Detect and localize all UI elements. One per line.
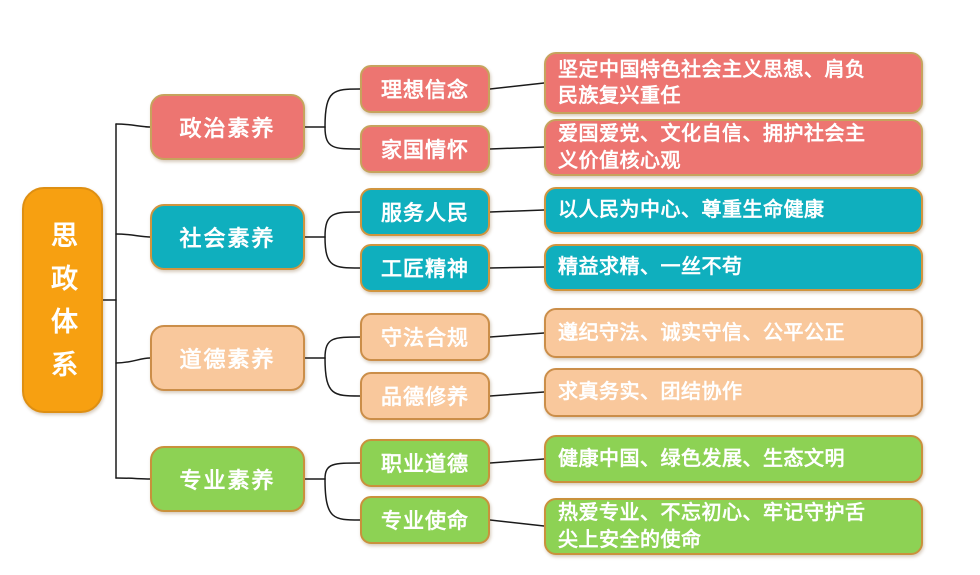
detail-node-ideals: 坚定中国特色社会主义思想、肩负 民族复兴重任 [544, 52, 923, 114]
connector-trunk-moral [115, 357, 151, 364]
connector-detail-8 [489, 519, 545, 527]
connector-trunk-professional [115, 477, 151, 480]
topic-node-professional-mission: 专业使命 [360, 496, 490, 544]
connector-moral-child2 [324, 357, 361, 397]
detail-node-patriotism: 爱国爱党、文化自信、拥护社会主 义价值核心观 [544, 119, 923, 176]
detail-node-moral-cultivation: 求真务实、团结协作 [544, 368, 923, 417]
branch-node-professional: 专业素养 [150, 446, 305, 512]
topic-node-moral-cultivation: 品德修养 [360, 372, 490, 420]
connector-detail-6 [489, 391, 545, 397]
connector-professional-child2 [324, 478, 361, 521]
topic-node-craftsmanship: 工匠精神 [360, 244, 490, 292]
detail-node-professional-mission: 热爱专业、不忘初心、牢记守护舌 尖上安全的使命 [544, 498, 923, 555]
connector-detail-7 [489, 458, 545, 464]
connector-trunk-social [115, 233, 151, 238]
branch-node-social: 社会素养 [150, 204, 305, 270]
detail-node-professional-ethics: 健康中国、绿色发展、生态文明 [544, 435, 923, 483]
connector-professional-child1 [324, 462, 361, 480]
topic-node-patriotism: 家国情怀 [360, 125, 490, 173]
topic-node-professional-ethics: 职业道德 [360, 439, 490, 487]
connector-social-child1 [324, 211, 361, 238]
connector-political-child1 [324, 88, 361, 128]
branch-node-political: 政治素养 [150, 94, 305, 160]
connector-political-child2 [324, 126, 361, 150]
connector-trunk-political [115, 123, 151, 128]
connector-social-child2 [324, 236, 361, 269]
topic-node-serve-people: 服务人民 [360, 188, 490, 236]
topic-node-law-compliance: 守法合规 [360, 313, 490, 361]
detail-node-law-compliance: 遵纪守法、诚实守信、公平公正 [544, 308, 923, 358]
topic-node-ideals: 理想信念 [360, 65, 490, 113]
connector-detail-4 [489, 266, 545, 269]
root-node: 思政体系 [22, 187, 103, 413]
branch-node-moral: 道德素养 [150, 325, 305, 391]
detail-node-serve-people: 以人民为中心、尊重生命健康 [544, 187, 923, 234]
connector-detail-5 [489, 332, 545, 338]
connector-detail-3 [489, 209, 545, 213]
connector-detail-1 [489, 82, 545, 90]
connector-moral-child1 [324, 336, 361, 359]
detail-node-craftsmanship: 精益求精、一丝不苟 [544, 244, 923, 291]
connector-detail-2 [489, 146, 545, 150]
